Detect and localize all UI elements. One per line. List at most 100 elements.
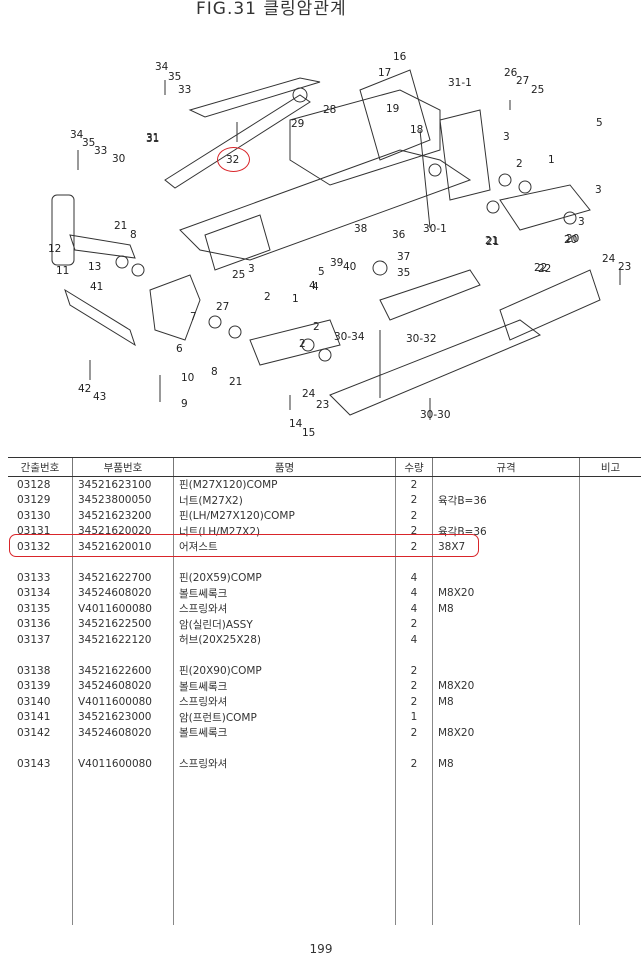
cell-part-no: 34521623200: [72, 508, 174, 524]
callout-label: 19: [386, 103, 399, 115]
callout-label: 4: [309, 280, 316, 292]
cell-qty: 4: [395, 570, 433, 586]
cell-ref-no: 03133: [17, 571, 51, 584]
cell-ref-no: [8, 648, 73, 664]
callout-highlight-circle: [217, 147, 250, 172]
cell-remarks: [579, 616, 641, 632]
callout-label: 5: [596, 117, 603, 129]
cell-ref-no: 03136: [17, 618, 51, 631]
cell-remarks: [579, 554, 641, 570]
callout-label: 10: [181, 372, 194, 384]
cell-part-no: 34521622500: [72, 616, 174, 632]
cell-spec: M8: [432, 601, 580, 617]
empty-cell: [72, 771, 174, 925]
callout-label: 34: [155, 61, 169, 73]
cell-remarks: [579, 694, 641, 710]
cell-remarks: [579, 678, 641, 694]
cell-name: 스프링와셔: [173, 756, 396, 772]
cell-qty: [395, 740, 433, 756]
cell-qty: [395, 647, 433, 663]
cell-remarks: [579, 647, 641, 663]
callout-label: 6: [176, 343, 183, 355]
cell-spec: [432, 709, 580, 725]
callout-label: 4: [312, 281, 319, 293]
cell-qty: 2: [395, 523, 433, 539]
cell-ref-no: 03141: [17, 711, 51, 724]
callout-label: 8: [130, 229, 137, 241]
cell-spec: [432, 663, 580, 679]
upper-frame: [289, 89, 441, 186]
callout-label: 35: [397, 267, 410, 279]
callout-label: 28: [323, 104, 336, 116]
cell-qty: 2: [395, 508, 433, 524]
cell-name: 너트(M27X2): [173, 492, 396, 508]
cell-part-no: V4011600080: [72, 694, 174, 710]
cell-spec: [432, 616, 580, 632]
callout-label: 30-30: [420, 409, 451, 421]
cell-ref-no: 03129: [17, 494, 51, 507]
washer: [498, 173, 512, 187]
col-header-part-no: 부품번호: [72, 457, 174, 477]
cell-part-no: 34524608020: [72, 725, 174, 741]
cell-qty: 4: [395, 601, 433, 617]
cell-ref-no: 03137: [17, 633, 51, 646]
callout-label: 27: [516, 75, 529, 87]
callout-label: 3: [595, 184, 602, 196]
cell-name: 암(프런트)COMP: [173, 709, 396, 725]
callout-label: 26: [504, 67, 518, 79]
callout-label: 13: [88, 261, 101, 273]
callout-label: 20: [564, 234, 577, 246]
cell-spec: [432, 508, 580, 524]
cell-name: 암(실린더)ASSY: [173, 616, 396, 632]
callout-label: 35: [168, 71, 181, 83]
cell-name: [173, 740, 396, 756]
upper-bracket: [359, 69, 431, 161]
cell-remarks: [579, 539, 641, 555]
lower-arm: [249, 319, 341, 366]
washer: [563, 211, 577, 225]
callout-label: 2: [516, 158, 523, 170]
exploded-parts-diagram: 34 35 33 28 29 32 16 17 19 18 31-1 26 27…: [48, 51, 631, 438]
callout-label: 12: [48, 243, 61, 255]
callout-label: 23: [316, 399, 329, 411]
cell-qty: 2: [395, 492, 433, 508]
callout-label: 2: [299, 338, 306, 350]
cell-name: 허브(20X25X28): [173, 632, 396, 648]
cell-name: [173, 554, 396, 570]
washer: [228, 325, 242, 339]
main-frame: [179, 149, 472, 261]
callout-label: 20: [566, 233, 579, 245]
cell-qty: 2: [395, 678, 433, 694]
callout-label: 37: [397, 251, 410, 263]
cell-name: 볼트쎄록크: [173, 725, 396, 741]
cell-qty: 2: [395, 616, 433, 632]
callout-label: 29: [291, 118, 304, 130]
washer: [518, 180, 532, 194]
cell-part-no: 34521622600: [72, 663, 174, 679]
cell-name: 어져스트: [173, 539, 396, 555]
bushing: [372, 260, 388, 276]
cell-part-no: 34524608020: [72, 678, 174, 694]
cell-remarks: [579, 632, 641, 648]
callout-label: 3: [248, 263, 255, 275]
callout-label: 31: [146, 133, 159, 145]
callout-label: 21: [485, 235, 498, 247]
washer: [131, 263, 145, 277]
frame-bracket: [204, 214, 271, 271]
cell-remarks: [579, 508, 641, 524]
table-filler-row: [8, 771, 641, 925]
right-lower-arm: [499, 269, 601, 341]
cell-name: [173, 647, 396, 663]
callout-label: 43: [93, 391, 106, 403]
cell-qty: 2: [395, 663, 433, 679]
cell-qty: [395, 554, 433, 570]
